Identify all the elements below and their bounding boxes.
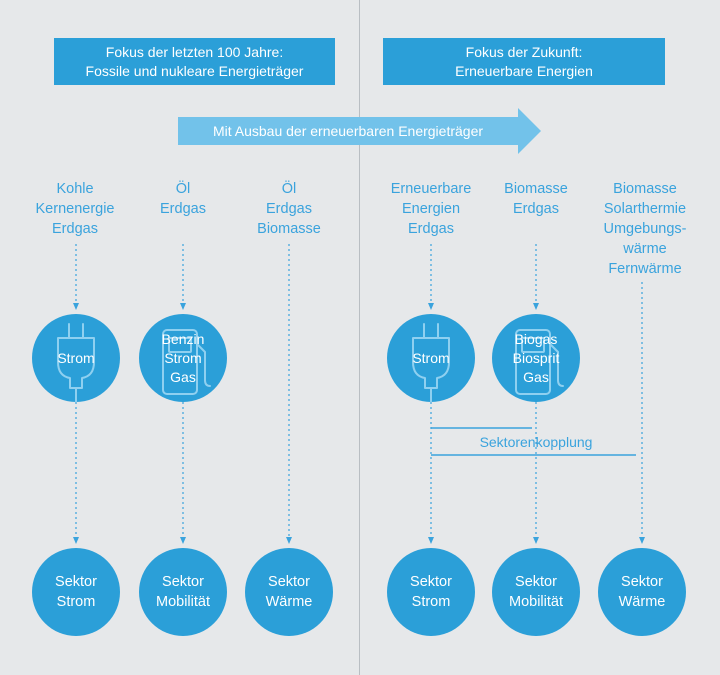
plug-icon <box>412 323 450 402</box>
source-line: Biomasse <box>504 181 568 197</box>
source-label-5: Biomasse Erdgas <box>466 179 606 219</box>
source-line: Energien <box>401 201 461 217</box>
carrier-line: Biogas <box>514 330 558 347</box>
sector-line: Sektor <box>621 574 663 590</box>
sector-circle-waerme-past: Sektor Wärme <box>245 548 333 636</box>
source-line: Kohle <box>56 181 94 197</box>
sector-line: Wärme <box>618 594 666 610</box>
expansion-arrow-shape <box>178 108 541 154</box>
source-line: Biomasse <box>613 181 677 197</box>
source-line: Erdgas <box>513 201 559 217</box>
header-past-line2: Fossile und nukleare Energieträger <box>85 62 304 79</box>
sector-circle-mobilitaet-past: Sektor Mobilität <box>139 548 227 636</box>
source-label-1: Kohle Kernenergie Erdgas <box>5 179 145 239</box>
carrier-line: Benzin <box>161 330 205 347</box>
sector-line: Sektor <box>515 574 557 590</box>
header-future-focus: Fokus der Zukunft: Erneuerbare Energien <box>383 38 665 85</box>
sector-circle-waerme-future: Sektor Wärme <box>598 548 686 636</box>
source-line: Erdgas <box>52 221 98 237</box>
sector-line: Wärme <box>265 594 313 610</box>
expansion-arrow-label: Mit Ausbau der erneuerbaren Energieträge… <box>212 123 484 139</box>
center-divider <box>359 0 360 675</box>
source-line: Biomasse <box>257 221 321 237</box>
sector-circle-mobilitaet-future: Sektor Mobilität <box>492 548 580 636</box>
source-label-4: Erneuerbare Energien Erdgas <box>361 179 501 239</box>
source-line: Erdgas <box>160 201 206 217</box>
source-line: Öl <box>175 181 191 197</box>
sector-line: Sektor <box>268 574 310 590</box>
carrier-line: Strom <box>57 349 95 366</box>
carrier-circle-fuel-past: Benzin Strom Gas <box>139 314 227 402</box>
plug-icon <box>57 323 95 402</box>
sector-line: Strom <box>411 594 451 610</box>
fuel-pump-icon <box>162 329 211 395</box>
sector-circle-strom-past: Sektor Strom <box>32 548 120 636</box>
source-label-6: Biomasse Solarthermie Umgebungs- wärme F… <box>575 179 715 279</box>
carrier-circle-fuel-future: Biogas Biosprit Gas <box>492 314 580 402</box>
source-line: Öl <box>281 181 297 197</box>
sector-line: Mobilität <box>509 594 563 610</box>
source-line: Solarthermie <box>603 201 687 217</box>
sector-line: Strom <box>56 594 96 610</box>
carrier-circle-strom-future: Strom <box>387 314 475 402</box>
carrier-line: Strom <box>412 349 450 366</box>
header-past-line1: Fokus der letzten 100 Jahre: <box>105 43 284 60</box>
header-future-line1: Fokus der Zukunft: <box>465 43 583 60</box>
sector-circle-strom-future: Sektor Strom <box>387 548 475 636</box>
source-line: Erneuerbare <box>390 181 472 197</box>
carrier-line: Gas <box>170 368 196 385</box>
source-label-2: Öl Erdgas <box>113 179 253 219</box>
source-line: wärme <box>623 241 667 257</box>
source-line: Fernwärme <box>608 261 682 277</box>
carrier-circle-strom-past: Strom <box>32 314 120 402</box>
source-line: Umgebungs- <box>603 221 687 237</box>
source-line: Erdgas <box>408 221 454 237</box>
coupling-label: Sektorenkopplung <box>479 434 593 450</box>
carrier-line: Gas <box>523 368 549 385</box>
sector-line: Mobilität <box>156 594 210 610</box>
sector-line: Sektor <box>55 574 97 590</box>
source-line: Kernenergie <box>35 201 115 217</box>
source-label-3: Öl Erdgas Biomasse <box>219 179 359 239</box>
carrier-line: Strom <box>164 349 202 366</box>
source-line: Erdgas <box>266 201 312 217</box>
header-past-focus: Fokus der letzten 100 Jahre: Fossile und… <box>54 38 335 85</box>
header-future-line2: Erneuerbare Energien <box>455 62 593 79</box>
sector-line: Sektor <box>162 574 204 590</box>
fuel-pump-icon <box>515 329 564 395</box>
sector-line: Sektor <box>410 574 452 590</box>
carrier-line: Biosprit <box>512 349 560 366</box>
